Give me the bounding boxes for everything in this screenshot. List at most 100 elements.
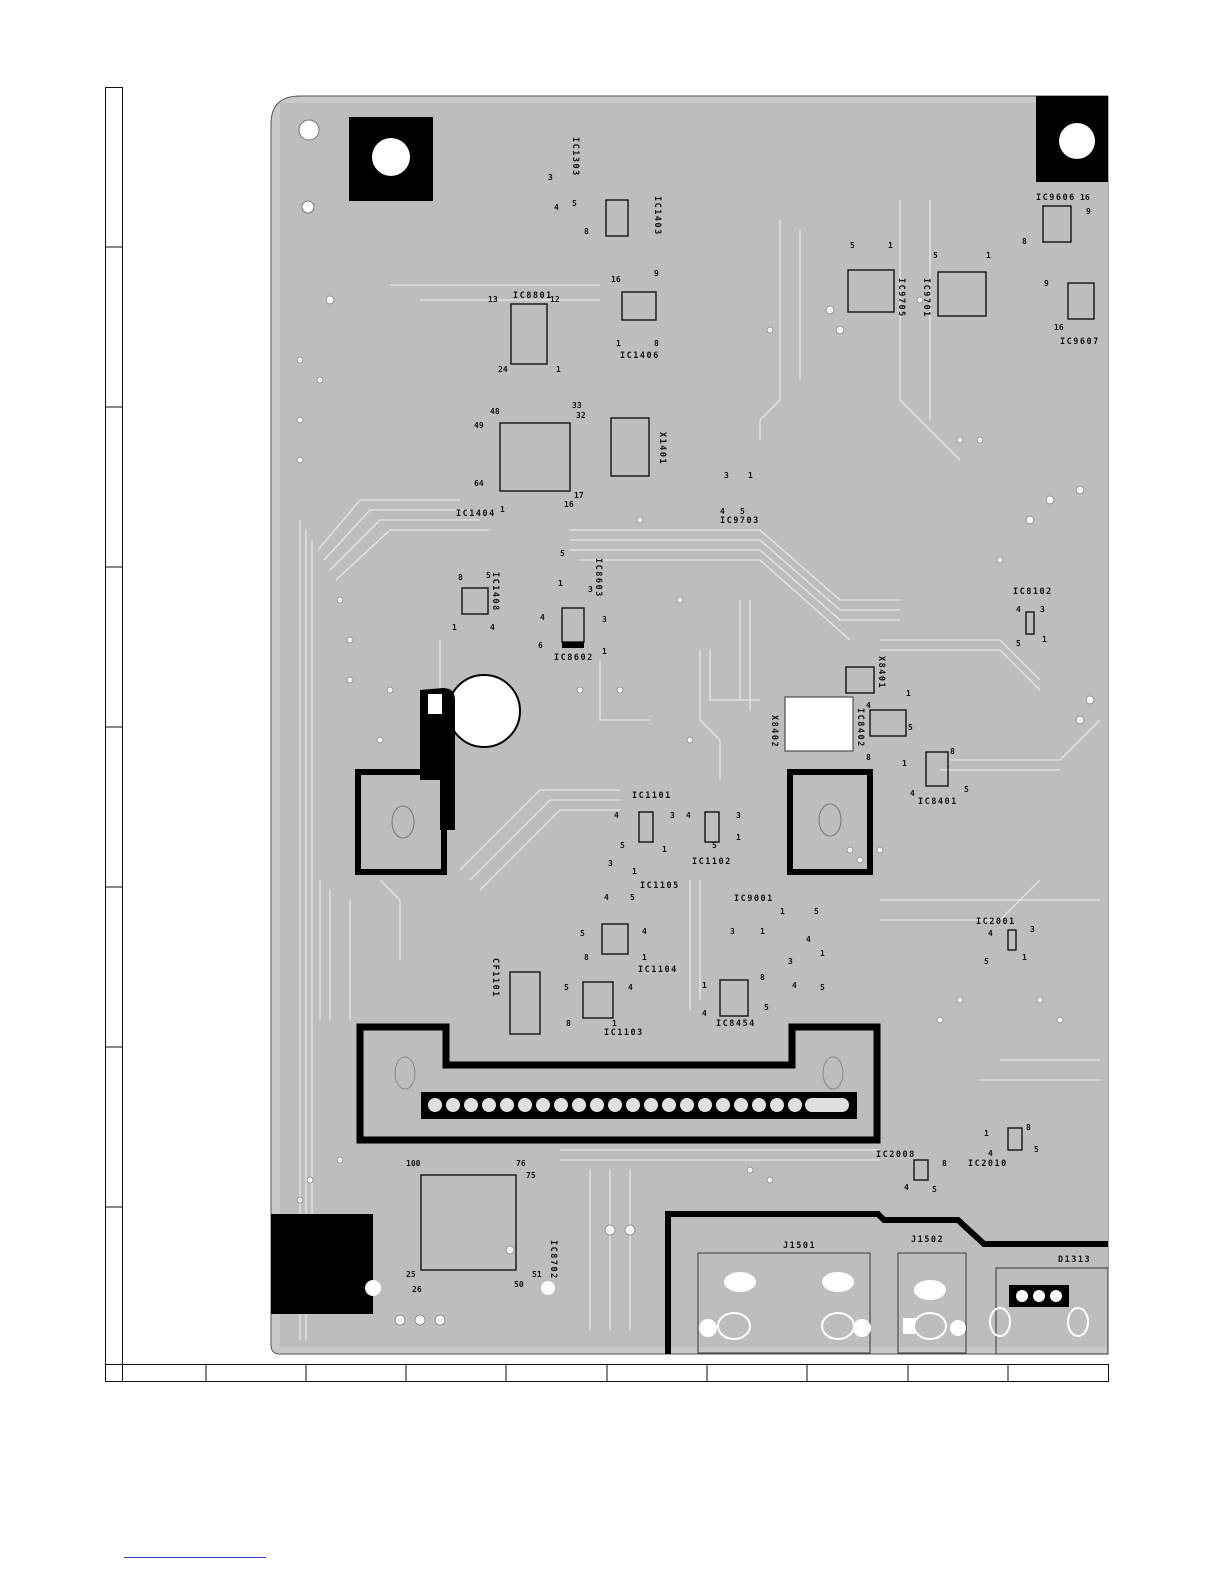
svg-text:5: 5	[764, 1003, 769, 1012]
svg-text:5: 5	[564, 983, 569, 992]
svg-text:1: 1	[888, 241, 893, 250]
svg-text:3: 3	[730, 927, 735, 936]
svg-text:5: 5	[1016, 639, 1021, 648]
ref-ic1403: IC1403	[652, 196, 662, 236]
svg-text:4: 4	[642, 927, 647, 936]
svg-text:1: 1	[820, 949, 825, 958]
svg-text:4: 4	[614, 811, 619, 820]
svg-text:1: 1	[702, 981, 707, 990]
svg-text:4: 4	[1016, 605, 1021, 614]
svg-text:1: 1	[662, 845, 667, 854]
svg-text:4: 4	[866, 701, 871, 710]
svg-text:1: 1	[612, 1019, 617, 1028]
svg-text:9: 9	[1044, 279, 1049, 288]
svg-text:48: 48	[490, 407, 500, 416]
ref-ic2008: IC2008	[876, 1150, 916, 1160]
svg-text:4: 4	[806, 935, 811, 944]
svg-text:4: 4	[720, 507, 725, 516]
svg-text:5: 5	[814, 907, 819, 916]
ref-x1401: X1401	[657, 432, 667, 465]
svg-text:12: 12	[550, 295, 560, 304]
svg-text:4: 4	[988, 1149, 993, 1158]
reference-labels: IC1303 IC1403 IC8801 IC1406 IC1404 X1401…	[456, 137, 1100, 1280]
svg-text:8: 8	[1022, 237, 1027, 246]
ref-ic8401: IC8401	[918, 797, 958, 807]
svg-text:3: 3	[670, 811, 675, 820]
svg-text:3: 3	[736, 811, 741, 820]
svg-text:4: 4	[554, 203, 559, 212]
svg-text:33: 33	[572, 401, 582, 410]
svg-text:8: 8	[584, 953, 589, 962]
svg-text:64: 64	[474, 479, 484, 488]
svg-text:1: 1	[986, 251, 991, 260]
ref-d1313: D1313	[1058, 1255, 1091, 1265]
ref-ic2010: IC2010	[968, 1159, 1008, 1169]
svg-text:5: 5	[1034, 1145, 1039, 1154]
ref-ic8102: IC8102	[1013, 587, 1053, 597]
svg-text:8: 8	[654, 339, 659, 348]
ref-cf1101: CF1101	[490, 958, 500, 998]
svg-text:3: 3	[788, 957, 793, 966]
svg-text:32: 32	[576, 411, 586, 420]
svg-text:4: 4	[604, 893, 609, 902]
svg-text:4: 4	[988, 929, 993, 938]
pcb-vias	[296, 295, 1095, 1326]
svg-text:50: 50	[514, 1280, 524, 1289]
svg-text:16: 16	[611, 275, 621, 284]
svg-text:1: 1	[452, 623, 457, 632]
svg-text:1: 1	[616, 339, 621, 348]
svg-text:4: 4	[628, 983, 633, 992]
pcb-traces	[299, 200, 1101, 1340]
svg-text:1: 1	[632, 867, 637, 876]
svg-text:25: 25	[406, 1270, 416, 1279]
mounting-features	[271, 96, 1108, 1314]
ic-bodies	[420, 199, 1095, 1271]
x8402-body	[784, 696, 854, 752]
svg-text:4: 4	[910, 789, 915, 798]
svg-text:5: 5	[964, 785, 969, 794]
ref-ic1408: IC1408	[490, 572, 500, 612]
svg-text:1: 1	[736, 833, 741, 842]
svg-text:5: 5	[580, 929, 585, 938]
svg-text:4: 4	[686, 811, 691, 820]
svg-text:8: 8	[566, 1019, 571, 1028]
ref-ic9607: IC9607	[1060, 337, 1100, 347]
ref-j1501: J1501	[783, 1241, 816, 1251]
ref-ic1102: IC1102	[692, 857, 732, 867]
svg-text:8: 8	[1026, 1123, 1031, 1132]
svg-text:4: 4	[792, 981, 797, 990]
svg-text:24: 24	[498, 365, 508, 374]
svg-text:8: 8	[950, 747, 955, 756]
ref-ic2001: IC2001	[976, 917, 1016, 927]
svg-text:16: 16	[564, 500, 574, 509]
ref-ic1105: IC1105	[640, 881, 680, 891]
ref-ic8603: IC8603	[593, 558, 603, 598]
svg-text:1: 1	[902, 759, 907, 768]
svg-text:4: 4	[702, 1009, 707, 1018]
svg-text:1: 1	[1022, 953, 1027, 962]
svg-text:5: 5	[933, 251, 938, 260]
svg-text:8: 8	[458, 573, 463, 582]
ref-ic8602: IC8602	[554, 653, 594, 663]
jack-area	[665, 1211, 1109, 1355]
svg-text:49: 49	[474, 421, 484, 430]
ref-ic1103: IC1103	[604, 1028, 644, 1038]
svg-text:5: 5	[486, 571, 491, 580]
ref-ic1104: IC1104	[638, 965, 678, 975]
svg-text:1: 1	[556, 365, 561, 374]
svg-text:3: 3	[602, 615, 607, 624]
svg-text:3: 3	[588, 585, 593, 594]
svg-text:5: 5	[712, 841, 717, 850]
svg-text:17: 17	[574, 491, 584, 500]
ref-ic8702: IC8702	[548, 1240, 558, 1280]
ref-ic8402: IC8402	[855, 708, 865, 748]
svg-text:5: 5	[850, 241, 855, 250]
svg-text:1: 1	[748, 471, 753, 480]
ref-ic1406: IC1406	[620, 351, 660, 361]
svg-text:75: 75	[526, 1171, 536, 1180]
footer-rule	[124, 1557, 266, 1558]
svg-text:16: 16	[1054, 323, 1064, 332]
svg-text:3: 3	[548, 173, 553, 182]
svg-text:6: 6	[538, 641, 543, 650]
ref-ic1303: IC1303	[570, 137, 580, 177]
